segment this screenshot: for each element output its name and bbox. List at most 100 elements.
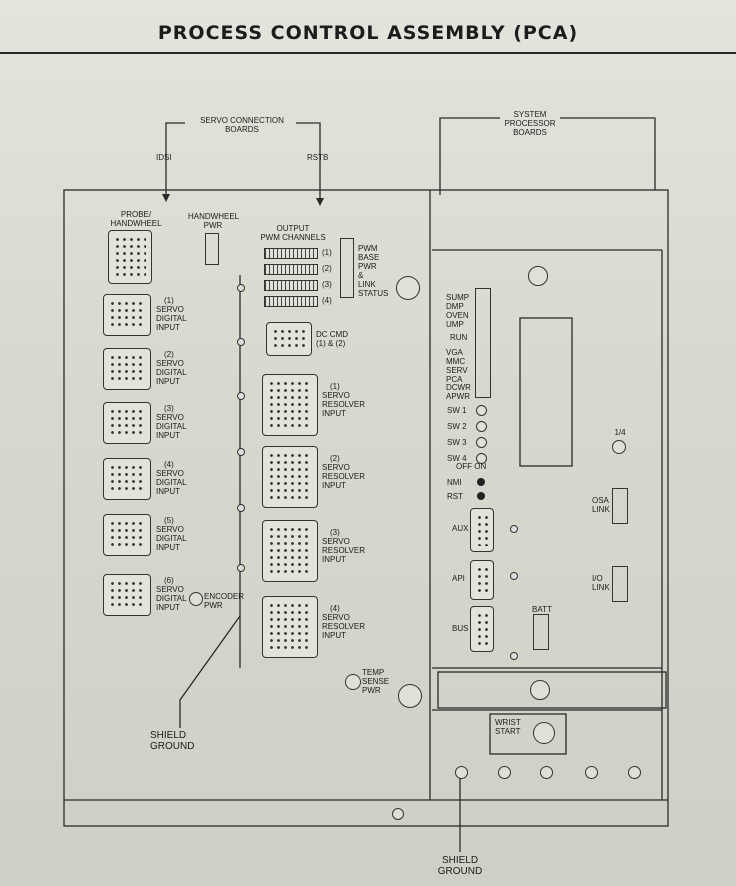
bracket-idsi <box>165 122 185 196</box>
dip-switch[interactable] <box>476 437 487 448</box>
dip-switch[interactable] <box>476 453 487 464</box>
rst-button[interactable] <box>477 492 485 500</box>
servo-resolver-number: (2) <box>330 454 340 463</box>
io-label: 1/4 <box>614 428 626 437</box>
switch-label: SW 2 <box>447 422 467 431</box>
bus-port <box>470 606 494 652</box>
pwm-channel-number: (1) <box>322 248 332 257</box>
idsi-label: IDSI <box>156 153 172 162</box>
servo-resolver-connector <box>262 596 318 658</box>
handwheel-pwr-label: HANDWHEEL PWR <box>188 212 240 230</box>
ground-jack <box>628 766 641 779</box>
pwm-channel-header <box>264 280 318 291</box>
off-on-label: OFF ON <box>456 462 487 471</box>
ground-jack <box>540 766 553 779</box>
servo-resolver-label: SERVO RESOLVER INPUT <box>322 391 365 418</box>
pwm-channel-number: (2) <box>322 264 332 273</box>
nmi-button[interactable] <box>477 478 485 486</box>
shield-ground-left-label: SHIELD GROUND <box>150 730 195 752</box>
mount-screw-icon <box>612 440 626 454</box>
wrist-start-jack[interactable] <box>533 722 555 744</box>
led-strip <box>475 288 491 398</box>
servo-digital-input-number: (3) <box>164 404 174 413</box>
io-link-label: I/O LINK <box>592 574 610 592</box>
ground-jack <box>585 766 598 779</box>
dc-cmd-label: DC CMD (1) & (2) <box>316 330 348 348</box>
servo-digital-input-connector <box>103 458 151 500</box>
dc-cmd-connector <box>266 322 312 356</box>
servo-boards-label: SERVO CONNECTION BOARDS <box>200 116 284 134</box>
led-indicator <box>510 525 518 533</box>
dip-switch[interactable] <box>476 421 487 432</box>
status-led-label: VGA MMC SERV PCA <box>446 348 468 384</box>
pwm-status-leds <box>340 238 354 298</box>
servo-resolver-connector <box>262 446 318 508</box>
servo-digital-input-number: (2) <box>164 350 174 359</box>
handwheel-pwr-connector <box>205 233 219 265</box>
ground-jack <box>455 766 468 779</box>
servo-digital-input-connector <box>103 574 151 616</box>
osa-link-connector <box>612 488 628 524</box>
servo-digital-input-number: (1) <box>164 296 174 305</box>
ground-bus-tap <box>237 392 245 400</box>
dcwr-label: DCWR APWR <box>446 383 471 401</box>
pwm-channel-number: (4) <box>322 296 332 305</box>
servo-resolver-label: SERVO RESOLVER INPUT <box>322 613 365 640</box>
servo-digital-input-number: (4) <box>164 460 174 469</box>
servo-digital-input-label: SERVO DIGITAL INPUT <box>156 469 187 496</box>
servo-resolver-number: (3) <box>330 528 340 537</box>
ground-bus-tap <box>237 448 245 456</box>
pwm-channel-header <box>264 264 318 275</box>
run-label: RUN <box>450 333 468 342</box>
battery-connector <box>533 614 549 650</box>
dip-switch[interactable] <box>476 405 487 416</box>
chassis-outline <box>63 189 669 827</box>
led-group-label: SUMP DMP OVEN UMP <box>446 293 470 329</box>
batt-label: BATT <box>532 605 552 614</box>
switch-label: SW 3 <box>447 438 467 447</box>
servo-resolver-label: SERVO RESOLVER INPUT <box>322 463 365 490</box>
pwm-channel-header <box>264 296 318 307</box>
rst-label: RST <box>447 492 463 501</box>
temp-sense-jack <box>345 674 361 690</box>
mount-screw-icon <box>398 684 422 708</box>
servo-digital-input-label: SERVO DIGITAL INPUT <box>156 525 187 552</box>
switch-label: SW 4 <box>447 454 467 463</box>
temp-sense-label: TEMP SENSE PWR <box>362 668 390 695</box>
pwm-channel-number: (3) <box>322 280 332 289</box>
servo-digital-input-label: SERVO DIGITAL INPUT <box>156 585 187 612</box>
leader-shield-left <box>179 615 241 728</box>
servo-digital-input-connector <box>103 514 151 556</box>
switch-label: SW 1 <box>447 406 467 415</box>
rstb-label: RSTB <box>307 153 329 162</box>
ground-bus-tap <box>237 564 245 572</box>
ground-jack <box>498 766 511 779</box>
wrist-start-label: WRIST START <box>495 718 521 736</box>
servo-digital-input-connector <box>103 402 151 444</box>
probe-label: PROBE/ HANDWHEEL <box>110 210 162 228</box>
aux-label: AUX <box>452 524 469 533</box>
bracket-sys-right <box>560 117 656 190</box>
servo-resolver-number: (4) <box>330 604 340 613</box>
pwm-status-label: PWM BASE PWR & LINK STATUS <box>358 244 389 298</box>
mount-screw-icon <box>396 276 420 300</box>
osa-link-label: OSA LINK <box>592 496 610 514</box>
pwm-channel-header <box>264 248 318 259</box>
servo-digital-input-label: SERVO DIGITAL INPUT <box>156 359 187 386</box>
servo-digital-input-number: (5) <box>164 516 174 525</box>
output-pwm-label: OUTPUT PWM CHANNELS <box>260 224 326 242</box>
bracket-rstb <box>296 122 321 200</box>
servo-resolver-label: SERVO RESOLVER INPUT <box>322 537 365 564</box>
ground-bus-tap <box>237 504 245 512</box>
ground-bus-tap <box>237 284 245 292</box>
servo-digital-input-label: SERVO DIGITAL INPUT <box>156 305 187 332</box>
nmi-label: NMI <box>447 478 462 487</box>
page-title: PROCESS CONTROL ASSEMBLY (PCA) <box>157 22 579 44</box>
mount-screw-icon <box>528 266 548 286</box>
io-link-connector <box>612 566 628 602</box>
bus-label: BUS <box>452 624 469 633</box>
mount-screw-icon <box>530 680 550 700</box>
api-label: API <box>452 574 465 583</box>
processor-panel <box>519 317 573 467</box>
